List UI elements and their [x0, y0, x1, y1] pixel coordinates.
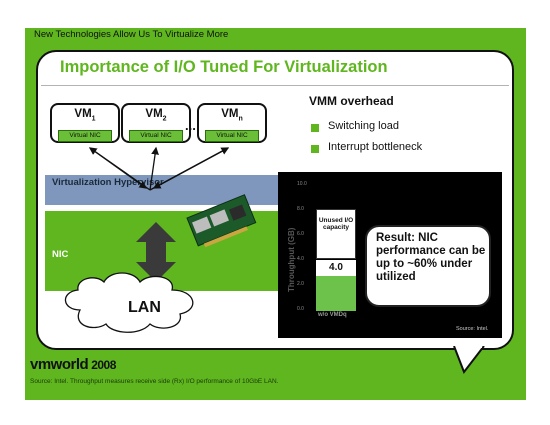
- bullet-marker: [311, 145, 319, 153]
- footer-source: Source: Intel. Throughput measures recei…: [30, 378, 279, 385]
- header-text: New Technologies Allow Us To Virtualize …: [34, 29, 229, 40]
- y-tick-label: 8.0: [297, 206, 304, 212]
- speech-bubble-tail: [453, 346, 485, 375]
- bar-value-label: 4.0: [316, 260, 356, 276]
- vm-name: VM1: [74, 108, 96, 123]
- bullet-switching-load: Switching load: [328, 120, 399, 132]
- vm-box-2: VM2 Virtual NIC: [121, 103, 191, 143]
- unused-capacity-box: Unused I/O capacity: [316, 209, 356, 259]
- nic-lan-arrow: [136, 222, 176, 282]
- vm-box-n: VMn Virtual NIC: [197, 103, 267, 143]
- y-tick-label: 0.0: [297, 306, 304, 312]
- chart-y-axis-label: Throughput (GB): [287, 227, 296, 292]
- y-tick-label: 10.0: [297, 181, 307, 187]
- result-callout: Result: NIC performance can be up to ~60…: [365, 225, 491, 307]
- virtual-nic: Virtual NIC: [129, 130, 183, 142]
- vm-name: VMn: [221, 108, 243, 123]
- nic-card-image: [186, 194, 257, 248]
- bullet-marker: [311, 124, 319, 132]
- result-callout-text: Result: NIC performance can be up to ~60…: [376, 232, 486, 283]
- chart-source: Source: Intel.: [456, 326, 489, 332]
- y-tick-label: 2.0: [297, 281, 304, 287]
- vm-box-1: VM1 Virtual NIC: [50, 103, 120, 143]
- y-tick-label: 4.0: [297, 256, 304, 262]
- x-category-label: w/o VMDq: [318, 312, 347, 318]
- nic-label: NIC: [52, 249, 69, 260]
- lan-label: LAN: [128, 299, 161, 316]
- vmm-overhead-title: VMM overhead: [309, 94, 394, 108]
- logo-brand: vmworld: [30, 356, 89, 373]
- logo-year: 2008: [91, 358, 116, 372]
- bullet-interrupt-bottleneck: Interrupt bottleneck: [328, 141, 423, 153]
- title-separator: [41, 85, 509, 86]
- ellipsis: ...: [185, 118, 196, 133]
- slide-title: Importance of I/O Tuned For Virtualizati…: [60, 58, 388, 76]
- y-tick-label: 6.0: [297, 231, 304, 237]
- virtual-nic: Virtual NIC: [205, 130, 259, 142]
- hypervisor-label: Virtualization Hypervisor: [52, 177, 164, 188]
- lan-cloud: [64, 272, 194, 333]
- virtual-nic: Virtual NIC: [58, 130, 112, 142]
- vm-arrows: [88, 146, 230, 191]
- header-bar: New Technologies Allow Us To Virtualize …: [25, 28, 526, 42]
- vm-name: VM2: [145, 108, 167, 123]
